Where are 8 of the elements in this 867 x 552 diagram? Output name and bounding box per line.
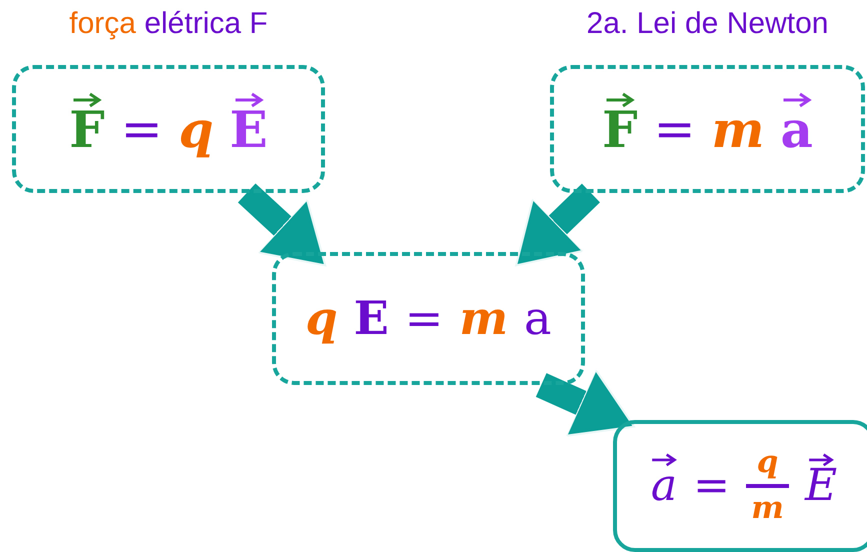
block-arrow bbox=[536, 369, 635, 437]
formula: q E = m a bbox=[306, 293, 552, 344]
block-arrow bbox=[238, 183, 326, 266]
block-arrow bbox=[515, 184, 600, 266]
formula: F = m a bbox=[602, 102, 813, 156]
formula-heading: força elétrica F bbox=[68, 7, 269, 41]
formula-heading: 2a. Lei de Newton bbox=[586, 7, 830, 41]
formula: F = q E bbox=[69, 102, 268, 156]
